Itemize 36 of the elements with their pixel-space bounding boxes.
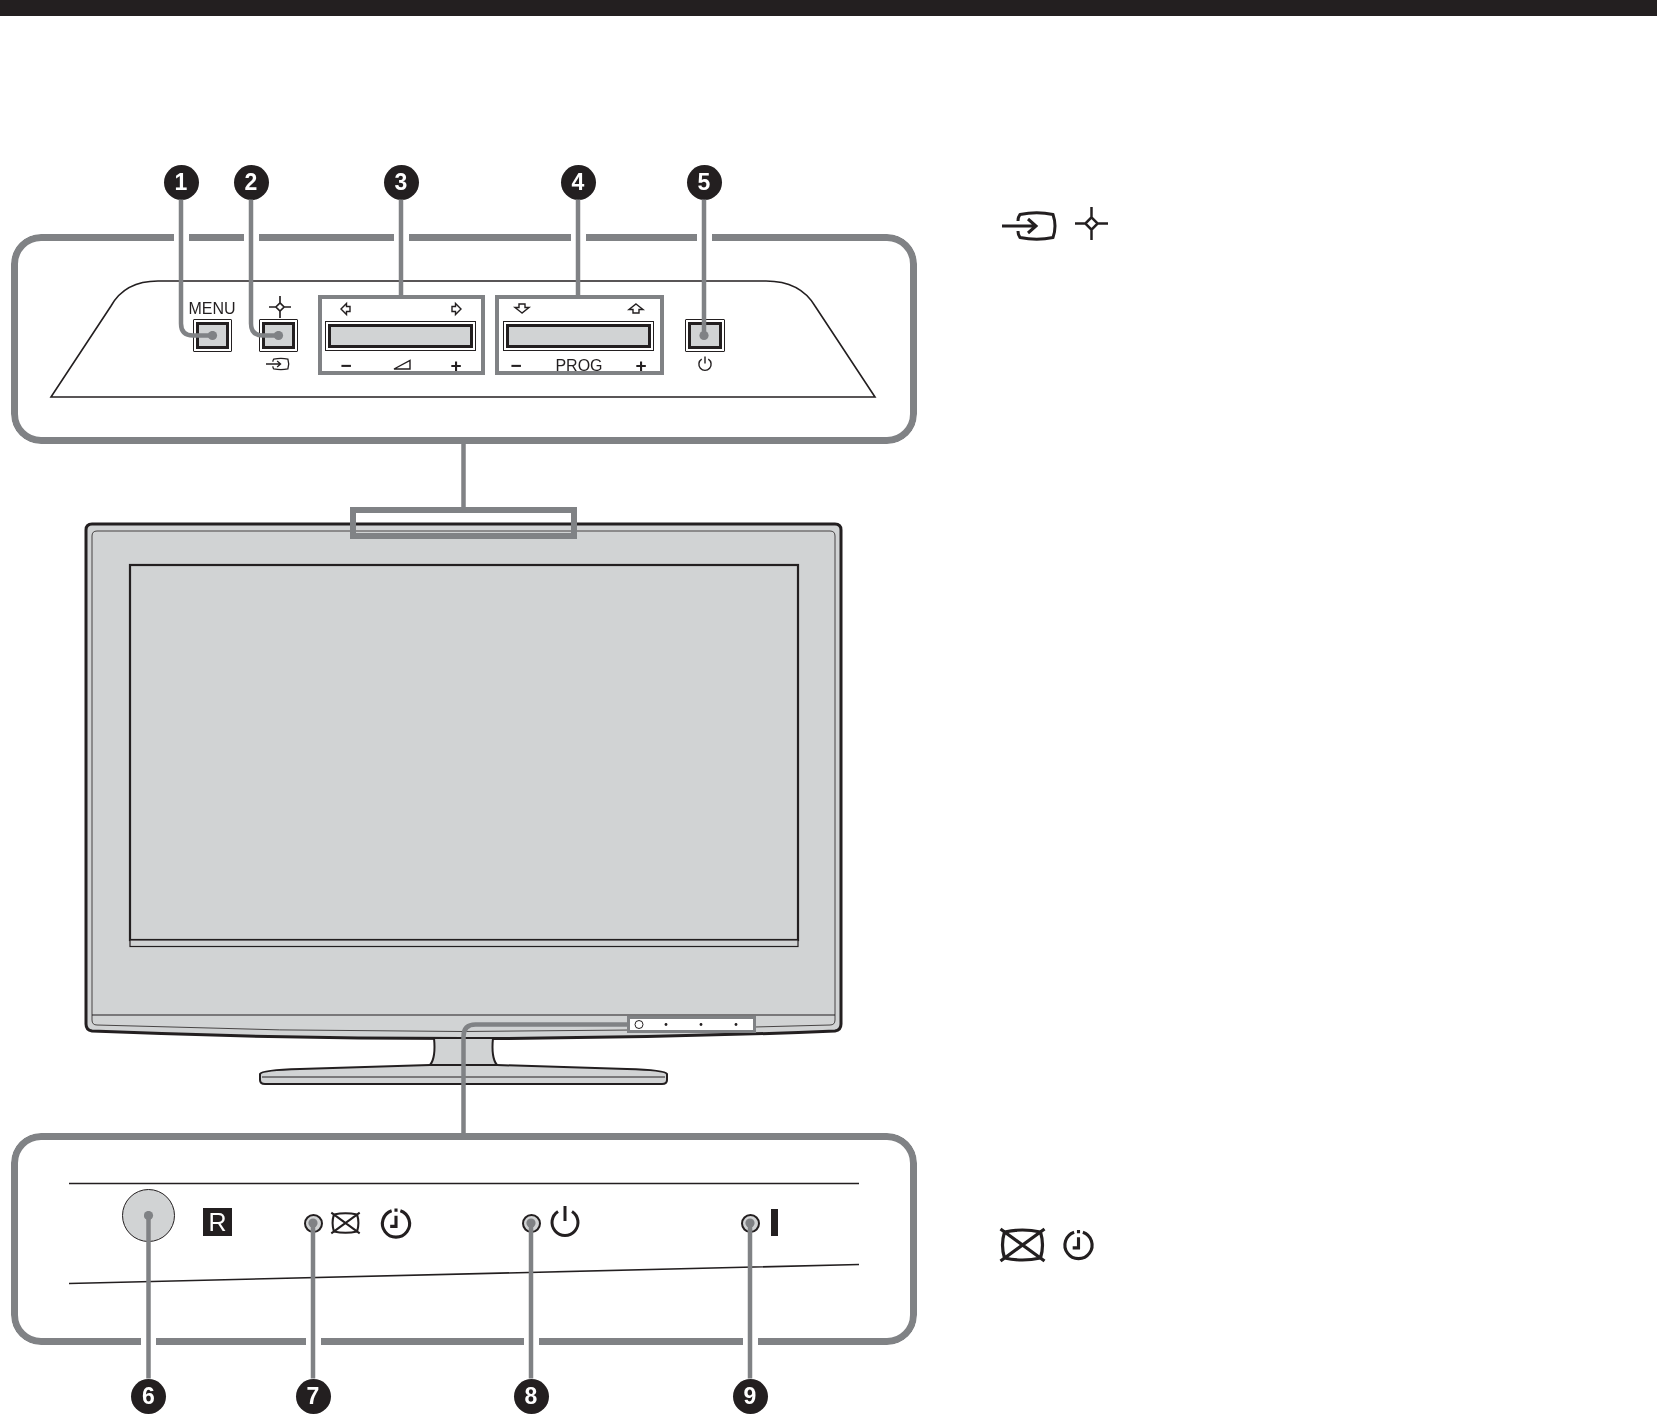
leader-line — [575, 199, 581, 295]
leader-line — [143, 1210, 154, 1379]
detail-frame — [10, 1133, 917, 1345]
sensor-window — [122, 1189, 175, 1242]
highlight-frame — [350, 507, 577, 539]
leader-line — [398, 199, 404, 295]
callout-number: 6 — [131, 1378, 166, 1414]
tv-set — [86, 505, 842, 1086]
callout-number: 8 — [513, 1378, 549, 1414]
callout-number: 5 — [686, 164, 722, 200]
leader-line — [308, 1218, 318, 1379]
detail-frame — [10, 234, 917, 444]
minus-label: − — [340, 355, 352, 375]
connector-line — [461, 444, 466, 507]
leader-line — [178, 199, 218, 341]
callout-number: 2 — [233, 164, 269, 200]
sensor-mark: R — [203, 1208, 232, 1236]
callout-number: 9 — [732, 1378, 768, 1414]
leader-line — [745, 1218, 755, 1379]
volume-key-group — [318, 295, 485, 375]
leader-line — [699, 199, 709, 341]
callout-number: 3 — [383, 164, 419, 200]
callout-number: 7 — [295, 1378, 331, 1414]
leader-line — [248, 199, 284, 341]
leader-line — [526, 1218, 536, 1379]
plus-label: + — [450, 355, 462, 375]
menu-label: MENU — [188, 301, 236, 317]
minus-label: − — [510, 355, 522, 375]
channel-key-group — [495, 295, 664, 375]
power-button — [685, 319, 725, 352]
callout-number: 4 — [560, 164, 596, 200]
prog-label: PROG — [555, 358, 603, 374]
callout-number: 1 — [163, 164, 199, 200]
connector-line — [461, 1022, 627, 1133]
plus-label: + — [635, 355, 647, 375]
indicator-strip — [627, 1016, 756, 1033]
